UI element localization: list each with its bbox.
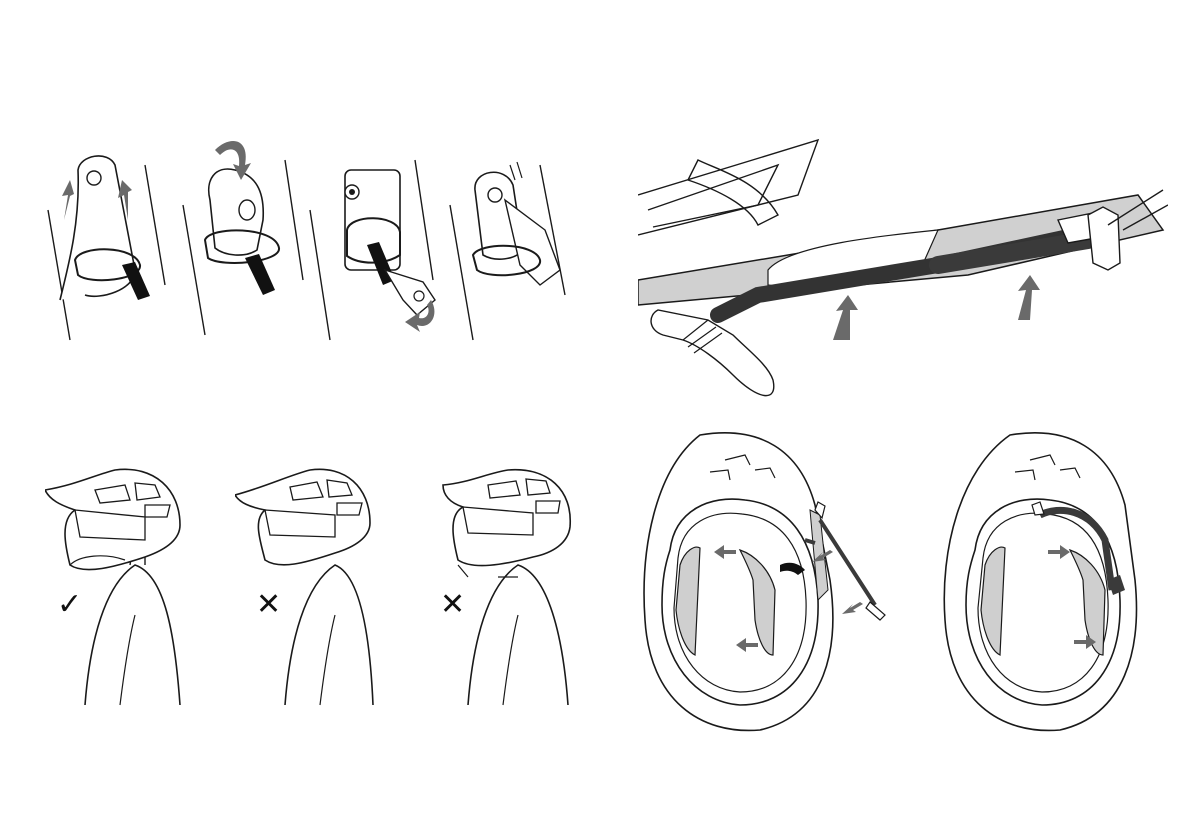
liner-remove bbox=[640, 430, 895, 740]
liner-install bbox=[930, 430, 1155, 740]
strap-step-1 bbox=[40, 150, 170, 345]
hydration-tube-route bbox=[638, 135, 1168, 410]
strap-step-4 bbox=[445, 160, 575, 345]
correct-check-icon: ✓ bbox=[57, 590, 82, 620]
wrong-cross-icon-1: ✕ bbox=[256, 590, 281, 620]
strap-step-2 bbox=[175, 130, 305, 340]
strap-step-3 bbox=[305, 150, 455, 345]
wrong-cross-icon-2: ✕ bbox=[440, 590, 465, 620]
